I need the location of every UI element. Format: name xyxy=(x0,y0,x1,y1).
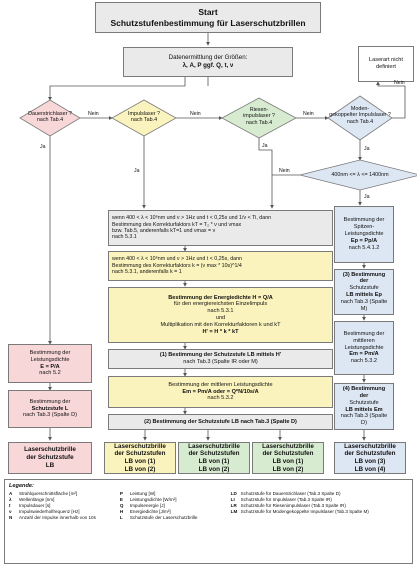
right-step4-box: (4) Bestimmung der Schutzstufe LB mittel… xyxy=(334,383,394,430)
diamond-dauer-label: Dauerstrichlaser ?nach Tab.4 xyxy=(28,111,72,124)
label-ja-impuls: Ja xyxy=(134,168,140,174)
correction-factor-kt-box: wenn 400 < λ < 10⁶nm und ν > 1Hz und t <… xyxy=(108,210,333,246)
right-step3-box: (3) Bestimmung der Schutzstufe LB mittel… xyxy=(334,269,394,315)
diamond-impuls-label: Impulslaser ?nach Tab.4 xyxy=(127,111,161,124)
undefined-line2: definiert xyxy=(376,64,396,70)
diamond-impuls-shape xyxy=(111,99,177,137)
data-box-line1: Datenermittlung der Größen: xyxy=(168,54,248,62)
laser-type-undefined-box: Laserart nicht definiert xyxy=(358,46,414,82)
diamond-riesen-label: Riesen-impulslaser ?nach Tab.4 xyxy=(243,107,275,126)
diamond-moden-shape xyxy=(327,95,393,141)
correction-factor-k-box: wenn 400 < λ < 10⁶nm und ν > 1Hz und t <… xyxy=(108,251,333,281)
result-dauerstrich-box: Laserschutzbrille der Schutzstufe LB xyxy=(8,442,92,474)
label-ja-moden: Ja xyxy=(364,146,370,152)
data-determination-box: Datenermittlung der Größen: λ, A, P ggf.… xyxy=(123,47,293,77)
right-peak-power-density-box: Bestimmung der Spitzen- Leistungsdichte … xyxy=(334,206,394,263)
undefined-line1: Laserart nicht xyxy=(369,57,403,64)
result-impuls-box: Laserschutzbrille der Schutzstufen LB vo… xyxy=(104,442,176,474)
label-nein-wave: Nein xyxy=(279,168,290,174)
energy-density-box: Bestimmung der Energiedichte H = Q/A für… xyxy=(108,287,333,343)
result-moden-box: Laserschutzbrille der Schutzstufen LB vo… xyxy=(334,442,406,474)
label-nein-riesen: Nein xyxy=(303,111,314,117)
legend-title: Legende: xyxy=(9,483,34,489)
label-ja-dauer: Ja xyxy=(40,144,46,150)
start-subtitle: Schutzstufenbestimmung für Laserschutzbr… xyxy=(110,17,306,28)
label-nein-moden: Nein xyxy=(394,80,405,86)
label-nein-impuls: Nein xyxy=(190,111,201,117)
left-power-density-box: Bestimmung der Leistungsdichte E = P/A n… xyxy=(8,344,92,383)
diamond-wavelength-label: 400nm <= λ <= 1400nm xyxy=(331,172,389,178)
left-protection-level-box: Bestimmung der Schutzstufe L nach Tab.3 … xyxy=(8,390,92,428)
label-nein-dauer: Nein xyxy=(88,111,99,117)
diamond-dauer-shape xyxy=(19,99,81,137)
label-ja-wave: Ja xyxy=(364,194,370,200)
diamond-riesen-shape xyxy=(221,97,297,139)
label-ja-riesen: Ja xyxy=(262,143,268,149)
step2-protection-level-box: (2) Bestimmung der Schutzstufe LB nach T… xyxy=(108,414,333,430)
result-riesen-alt-box: Laserschutzbrille der Schutzstufen LB vo… xyxy=(252,442,324,474)
result-riesen-box: Laserschutzbrille der Schutzstufen LB vo… xyxy=(178,442,250,474)
start-title: Start xyxy=(198,7,218,18)
data-box-line2: λ, A, P ggf. Q, t, ν xyxy=(182,62,234,69)
diamond-moden-label: Moden-gekoppelter Impulslaser ?nach Tab.… xyxy=(329,106,391,125)
start-box: Start Schutzstufenbestimmung für Lasersc… xyxy=(95,2,321,33)
right-mean-power-density-box: Bestimmung der mittleren Leistungsdichte… xyxy=(334,321,394,375)
mean-power-density-box: Bestimmung der mittleren Leistungsdichte… xyxy=(108,376,333,408)
diamond-wave-shape xyxy=(299,159,417,191)
step1-protection-level-box: (1) Bestimmung der Schutzstufe LB mittel… xyxy=(108,349,333,369)
